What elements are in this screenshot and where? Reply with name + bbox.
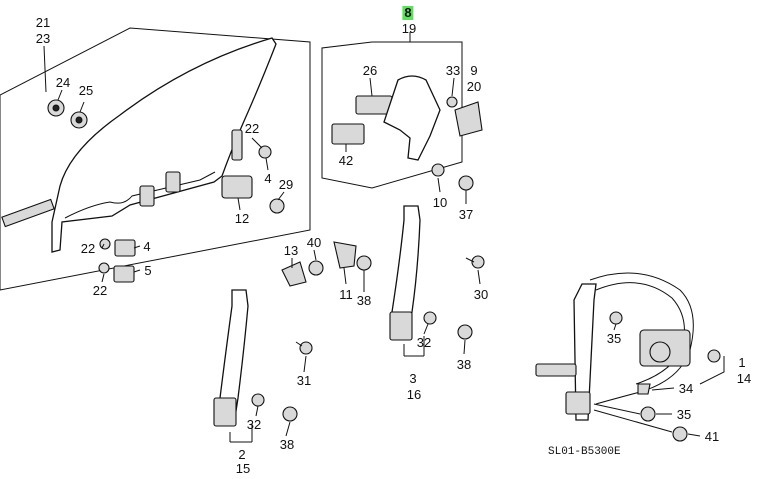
- part-label-38-lower[interactable]: 38: [279, 437, 295, 452]
- regulator-assembly-box: [321, 32, 483, 191]
- door-glass-panel: [0, 27, 311, 291]
- part-label-35-lower[interactable]: 35: [676, 407, 692, 422]
- part-label-30[interactable]: 30: [473, 287, 489, 302]
- part-label-29[interactable]: 29: [278, 177, 294, 192]
- part-label-1[interactable]: 1: [738, 355, 746, 370]
- part-label-5[interactable]: 5: [144, 263, 152, 278]
- leader-lines: [43, 45, 701, 437]
- part-label-38-upper[interactable]: 38: [356, 293, 372, 308]
- part-label-25[interactable]: 25: [78, 83, 94, 98]
- part-label-23[interactable]: 23: [35, 31, 51, 46]
- part-label-4-upper[interactable]: 4: [264, 171, 272, 186]
- part-label-40[interactable]: 40: [306, 235, 322, 250]
- part-label-33[interactable]: 33: [445, 63, 461, 78]
- part-label-9[interactable]: 9: [470, 63, 478, 78]
- part-label-12[interactable]: 12: [234, 211, 250, 226]
- part-label-15[interactable]: 15: [235, 461, 251, 476]
- part-label-22-lower[interactable]: 22: [92, 283, 108, 298]
- part-label-35-upper[interactable]: 35: [606, 331, 622, 346]
- part-label-41[interactable]: 41: [704, 429, 720, 444]
- part-label-32-lower[interactable]: 32: [246, 417, 262, 432]
- part-label-26[interactable]: 26: [362, 63, 378, 78]
- part-label-31[interactable]: 31: [296, 373, 312, 388]
- part-label-21[interactable]: 21: [35, 15, 51, 30]
- part-label-22-middle[interactable]: 22: [80, 241, 96, 256]
- part-label-11[interactable]: 11: [339, 287, 353, 302]
- part-label-34[interactable]: 34: [678, 381, 694, 396]
- part-label-8-highlighted[interactable]: 8: [402, 5, 414, 20]
- part-label-4-lower[interactable]: 4: [143, 239, 151, 254]
- part-label-22-upper[interactable]: 22: [244, 121, 260, 136]
- front-run-channel: [213, 289, 313, 443]
- part-label-38-middle[interactable]: 38: [456, 357, 472, 372]
- part-label-10[interactable]: 10: [432, 195, 448, 210]
- part-label-2[interactable]: 2: [238, 447, 246, 462]
- part-label-37[interactable]: 37: [458, 207, 474, 222]
- diagram-code: SL01-B5300E: [548, 446, 621, 458]
- window-regulator-motor: [535, 272, 725, 442]
- part-label-32-upper[interactable]: 32: [416, 335, 432, 350]
- part-label-42[interactable]: 42: [338, 153, 354, 168]
- part-label-24[interactable]: 24: [55, 75, 71, 90]
- glass-fasteners: [47, 99, 285, 283]
- part-label-14[interactable]: 14: [736, 371, 752, 386]
- part-label-20[interactable]: 20: [466, 79, 482, 94]
- part-label-16[interactable]: 16: [406, 387, 422, 402]
- part-label-13[interactable]: 13: [283, 243, 299, 258]
- rear-run-channel: [281, 205, 485, 357]
- part-label-19[interactable]: 19: [401, 21, 417, 36]
- part-label-3[interactable]: 3: [409, 371, 417, 386]
